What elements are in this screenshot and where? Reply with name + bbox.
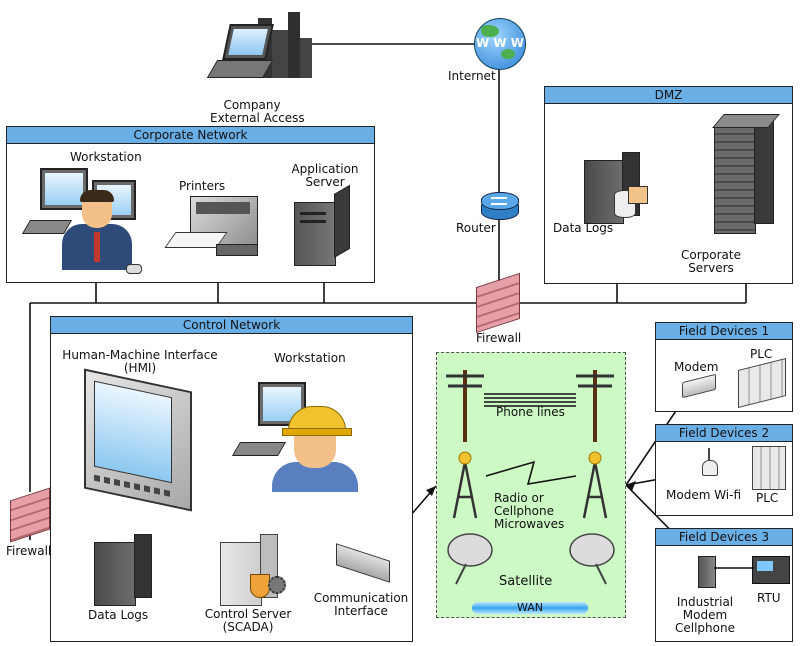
- industrial-modem-label-line2: Modem: [682, 608, 728, 622]
- router-label: Router: [456, 221, 496, 235]
- external-label-line2: External Access: [210, 111, 305, 125]
- hmi-label-line1: Human-Machine Interface: [62, 348, 218, 362]
- control-data-logs-server-icon: [94, 534, 154, 606]
- printers-label: Printers: [179, 179, 226, 193]
- router-icon: [481, 192, 519, 220]
- field-devices-3-panel: Field Devices 3: [655, 528, 793, 642]
- control-network-title: Control Network: [51, 317, 412, 334]
- engineer-workstation-icon: [231, 378, 362, 492]
- corporate-network-title: Corporate Network: [7, 127, 374, 144]
- field2-plc-icon: [752, 446, 786, 490]
- radio-label: Radio or Cellphone Microwaves: [494, 492, 564, 531]
- radio-label-line1: Radio or: [494, 491, 544, 505]
- app-server-label-line2: Server: [305, 175, 345, 189]
- satellite-label: Satellite: [499, 574, 553, 589]
- globe-icon: W W W: [474, 18, 526, 70]
- hmi-label-line2: (HMI): [123, 361, 157, 375]
- field-devices-1-title: Field Devices 1: [656, 323, 792, 340]
- radio-label-line2: Cellphone: [494, 504, 554, 518]
- firewall-top-label: Firewall: [476, 331, 522, 345]
- industrial-modem-label-line1: Industrial: [676, 595, 734, 609]
- field-devices-3-title: Field Devices 3: [656, 529, 792, 546]
- laptop-icon: [206, 24, 274, 80]
- firewall-left-label: Firewall: [6, 544, 52, 558]
- control-server-label-line1: Control Server: [204, 607, 292, 621]
- workstation-user-icon: [21, 166, 144, 274]
- corporate-workstation-label: Workstation: [70, 150, 142, 164]
- app-server-label-line1: Application: [291, 162, 359, 176]
- radio-label-line3: Microwaves: [494, 517, 565, 531]
- rtu-label: RTU: [757, 591, 781, 605]
- communication-interface-label: Communication Interface: [312, 592, 410, 618]
- internet-label: Internet: [448, 69, 496, 83]
- wifi-modem-icon: [700, 448, 718, 476]
- control-workstation-label: Workstation: [274, 351, 346, 365]
- scada-server-icon: [220, 534, 286, 606]
- external-label-line1: Company: [223, 98, 281, 112]
- field2-plc-label: PLC: [756, 491, 779, 505]
- comm-interface-label-line1: Communication: [313, 591, 409, 605]
- corporate-servers-rack-icon: [712, 112, 780, 234]
- field1-modem-label: Modem: [674, 360, 719, 374]
- comm-interface-label-line2: Interface: [334, 604, 388, 618]
- corporate-servers-label-line1: Corporate: [681, 248, 741, 262]
- hmi-panel-icon: [84, 368, 192, 512]
- data-logs-server-icon: [584, 150, 648, 224]
- dmz-title: DMZ: [545, 87, 792, 104]
- corporate-servers-label: Corporate Servers: [680, 249, 742, 275]
- application-server-label: Application Server: [288, 163, 362, 189]
- phone-lines-label: Phone lines: [496, 405, 565, 419]
- modem-wifi-label: Modem Wi-fi: [666, 488, 742, 502]
- rtu-icon: [752, 556, 790, 584]
- control-data-logs-label: Data Logs: [88, 608, 149, 622]
- hmi-label: Human-Machine Interface (HMI): [56, 349, 224, 375]
- external-access-label: Company External Access: [210, 98, 305, 125]
- application-server-icon: [294, 184, 350, 266]
- printer-icon: [164, 196, 262, 260]
- globe-text: W W W: [475, 36, 525, 50]
- control-server-label-line2: (SCADA): [222, 620, 274, 634]
- wan-graphics: [446, 370, 615, 585]
- corporate-servers-label-line2: Servers: [688, 261, 734, 275]
- field-devices-2-title: Field Devices 2: [656, 425, 792, 442]
- dmz-data-logs-label: Data Logs: [553, 221, 614, 235]
- control-server-label: Control Server (SCADA): [200, 608, 296, 634]
- wan-label: WAN: [516, 601, 544, 614]
- industrial-modem-label: Industrial Modem Cellphone: [672, 596, 738, 635]
- field1-plc-label: PLC: [750, 347, 773, 361]
- industrial-modem-icon: [698, 556, 716, 588]
- modem-rtu-link: [714, 567, 754, 569]
- wan-bar: WAN: [472, 602, 588, 614]
- industrial-modem-label-line3: Cellphone: [675, 621, 735, 635]
